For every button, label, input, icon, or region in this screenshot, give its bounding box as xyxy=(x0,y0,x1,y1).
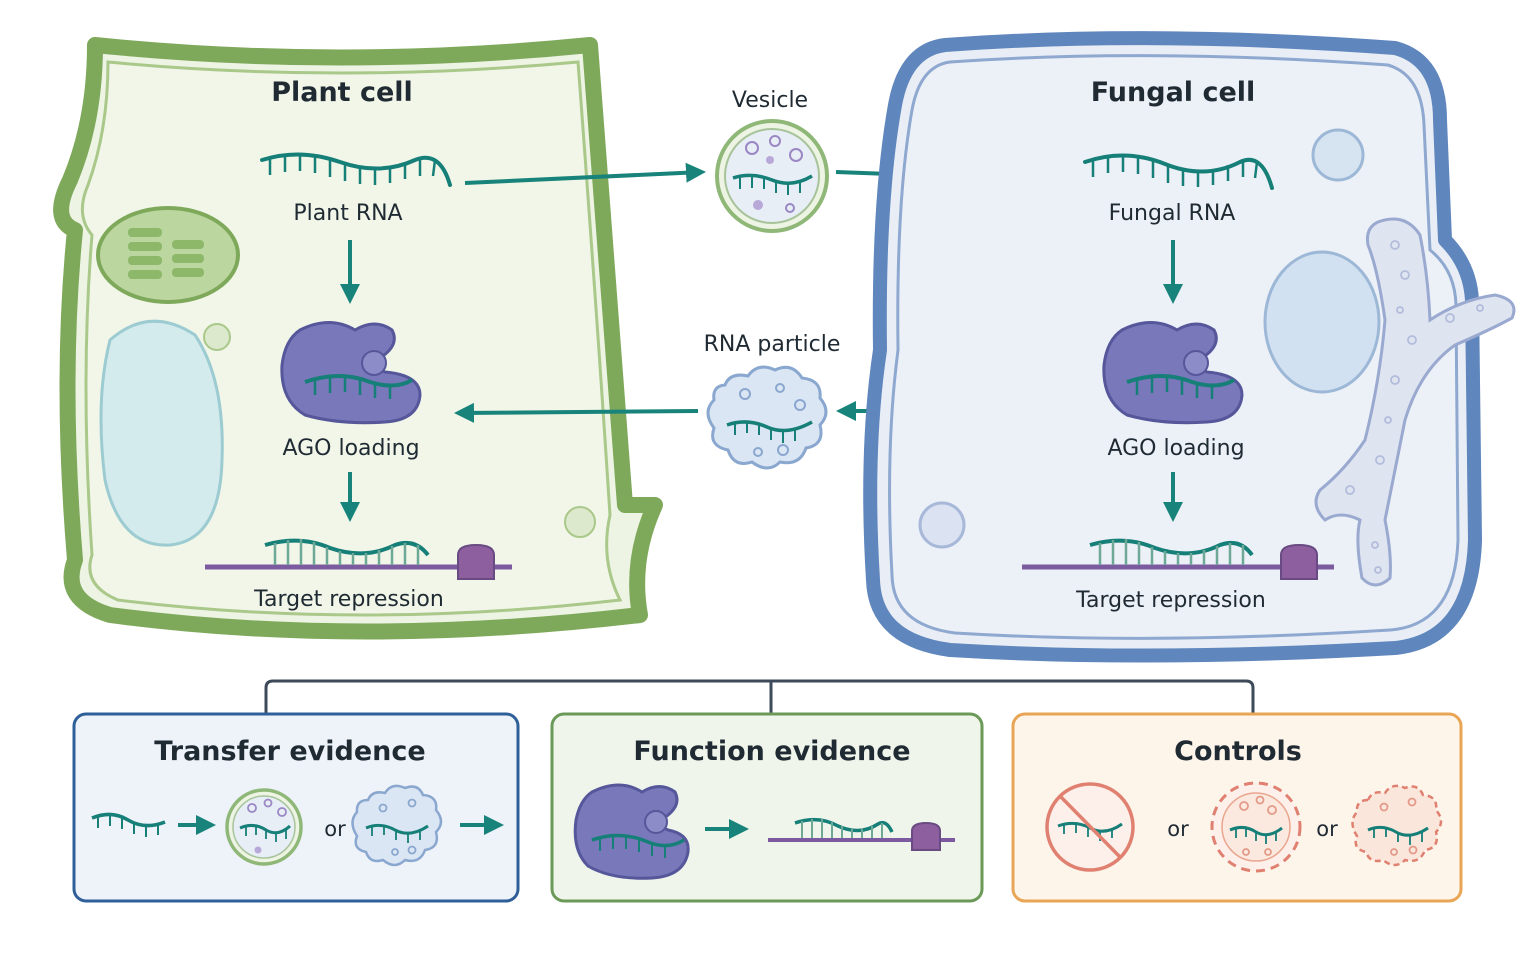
hypha-texture-icon xyxy=(1345,240,1484,574)
plant-target-label: Target repression xyxy=(253,587,444,612)
function-evidence-title: Function evidence xyxy=(633,736,910,767)
arrow-plant-to-vesicle xyxy=(464,162,706,185)
fungal-cell-title: Fungal cell xyxy=(1091,77,1256,108)
small-target-icon xyxy=(768,817,955,851)
vesicle-label: Vesicle xyxy=(732,88,808,113)
fungal-ago-label: AGO loading xyxy=(1107,436,1244,461)
small-rna-icon xyxy=(91,812,166,837)
controls-or-label-1: or xyxy=(1167,817,1189,841)
fungal-target-label: Target repression xyxy=(1075,588,1266,613)
rna-particle-label: RNA particle xyxy=(704,332,841,357)
transfer-or-label: or xyxy=(324,817,346,841)
organelle-icon xyxy=(918,501,966,549)
function-evidence-box: Function evidence xyxy=(550,712,984,903)
fungal-rna-icon xyxy=(1083,153,1274,190)
plant-cell-title: Plant cell xyxy=(271,77,413,108)
vacuole-icon xyxy=(99,319,224,547)
controls-box: Controls or or xyxy=(1011,712,1463,903)
small-vesicle-icon xyxy=(225,788,303,866)
transfer-evidence-box: Transfer evidence or xyxy=(72,712,520,903)
nucleus-icon xyxy=(1263,250,1381,394)
organelle-icon xyxy=(203,323,231,351)
arrow-particle-to-plant xyxy=(454,402,699,423)
no-rna-control-icon xyxy=(1045,782,1135,872)
plant-ago-label: AGO loading xyxy=(282,436,419,461)
plant-target-icon xyxy=(205,538,512,580)
plant-cell: Plant cell Plant RNA xyxy=(53,37,663,640)
organelle-icon xyxy=(1311,128,1365,182)
transfer-evidence-title: Transfer evidence xyxy=(154,736,425,767)
fungal-rna-label: Fungal RNA xyxy=(1109,201,1236,226)
fungal-target-icon xyxy=(1022,538,1334,580)
small-ago-icon xyxy=(573,783,690,880)
plant-rna-label: Plant RNA xyxy=(293,201,402,226)
chloroplast-icon xyxy=(96,206,240,304)
evidence-bracket xyxy=(264,679,1255,714)
control-vesicle-icon xyxy=(1210,781,1302,873)
small-particle-icon xyxy=(351,784,443,867)
vesicle-icon xyxy=(715,119,829,233)
control-particle-icon xyxy=(1351,784,1443,867)
fungal-cell: Fungal cell Fungal RNA AGO xyxy=(863,31,1516,663)
controls-or-label-2: or xyxy=(1316,817,1338,841)
hypha-icon xyxy=(1314,217,1516,587)
controls-title: Controls xyxy=(1174,736,1302,767)
plant-rna-icon xyxy=(260,152,452,187)
rna-particle-icon xyxy=(706,365,828,470)
fungal-ago-icon xyxy=(1102,321,1244,425)
plant-ago-icon xyxy=(280,321,422,425)
organelle-icon xyxy=(564,506,596,538)
